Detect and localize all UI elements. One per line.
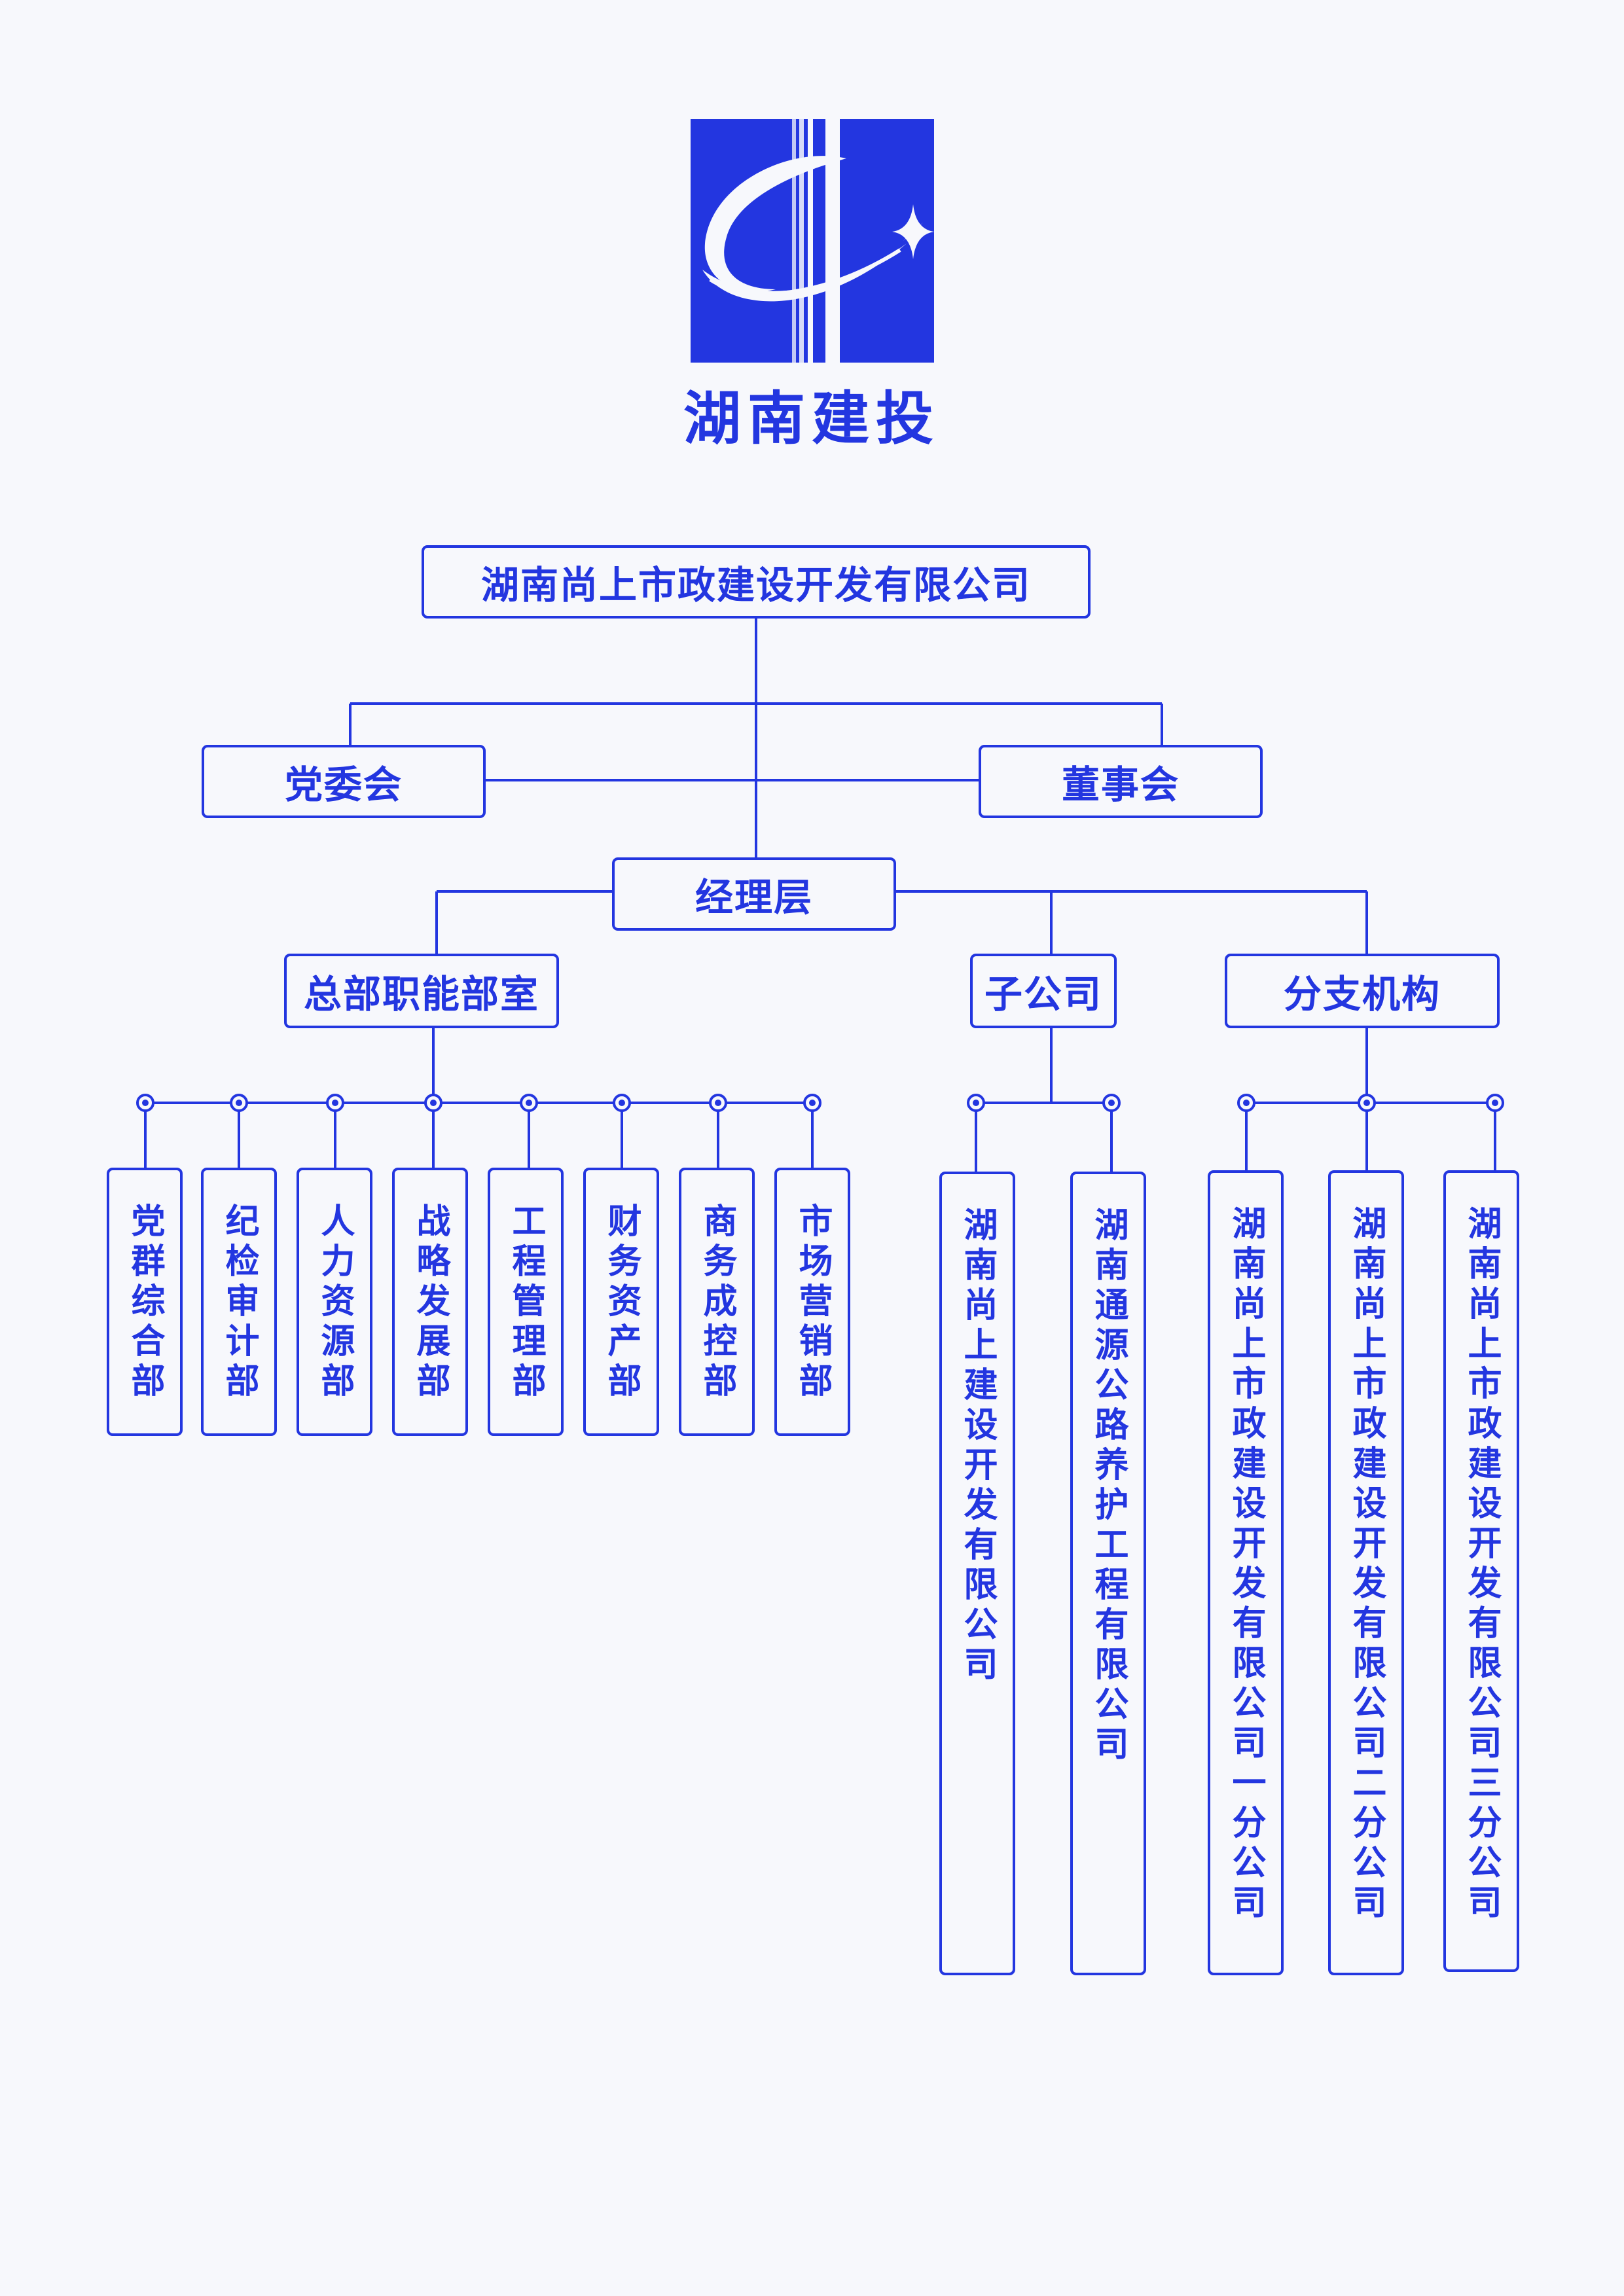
rail-node-dot xyxy=(1243,1100,1250,1106)
rail-node-dot xyxy=(1492,1100,1498,1106)
branch-box: 湖南尚上市政建设开发有限公司一分公司 xyxy=(1208,1170,1284,1975)
department-box: 工程管理部 xyxy=(488,1168,564,1436)
subsidiary-box: 湖南通源公路养护工程有限公司 xyxy=(1070,1172,1146,1975)
logo-emblem-icon xyxy=(691,119,934,363)
branch-box: 湖南尚上市政建设开发有限公司三分公司 xyxy=(1443,1170,1519,1972)
subsidiary-box: 湖南尚上建设开发有限公司 xyxy=(939,1172,1015,1975)
rail-node-dot xyxy=(619,1100,625,1106)
rail-node-dot xyxy=(430,1100,437,1106)
rail-node-dot xyxy=(1108,1100,1115,1106)
department-box: 人力资源部 xyxy=(297,1168,372,1436)
department-box: 市场营销部 xyxy=(774,1168,850,1436)
board-box: 董事会 xyxy=(979,745,1263,818)
rail-node-dot xyxy=(1363,1100,1370,1106)
brand-name: 湖南建投 xyxy=(683,385,940,452)
department-box: 财务资产部 xyxy=(583,1168,659,1436)
company-logo xyxy=(691,119,934,363)
management-box: 经理层 xyxy=(612,857,896,931)
rail-node-dot xyxy=(973,1100,979,1106)
subsidiaries-box: 子公司 xyxy=(970,954,1117,1028)
rail-node-dot xyxy=(526,1100,532,1106)
branch-box: 湖南尚上市政建设开发有限公司二分公司 xyxy=(1328,1170,1404,1975)
rail-node-dot xyxy=(809,1100,816,1106)
party-committee-box: 党委会 xyxy=(202,745,486,818)
rail-node-dot xyxy=(332,1100,338,1106)
root-company-box: 湖南尚上市政建设开发有限公司 xyxy=(422,545,1091,619)
department-box: 党群综合部 xyxy=(107,1168,183,1436)
department-box: 商务成控部 xyxy=(679,1168,755,1436)
rail-node-dot xyxy=(715,1100,721,1106)
rail-node-dot xyxy=(236,1100,242,1106)
department-box: 战略发展部 xyxy=(392,1168,468,1436)
department-box: 纪检审计部 xyxy=(201,1168,277,1436)
hq-functional-departments-box: 总部职能部室 xyxy=(284,954,559,1028)
branches-box: 分支机构 xyxy=(1225,954,1500,1028)
rail-node-dot xyxy=(142,1100,149,1106)
